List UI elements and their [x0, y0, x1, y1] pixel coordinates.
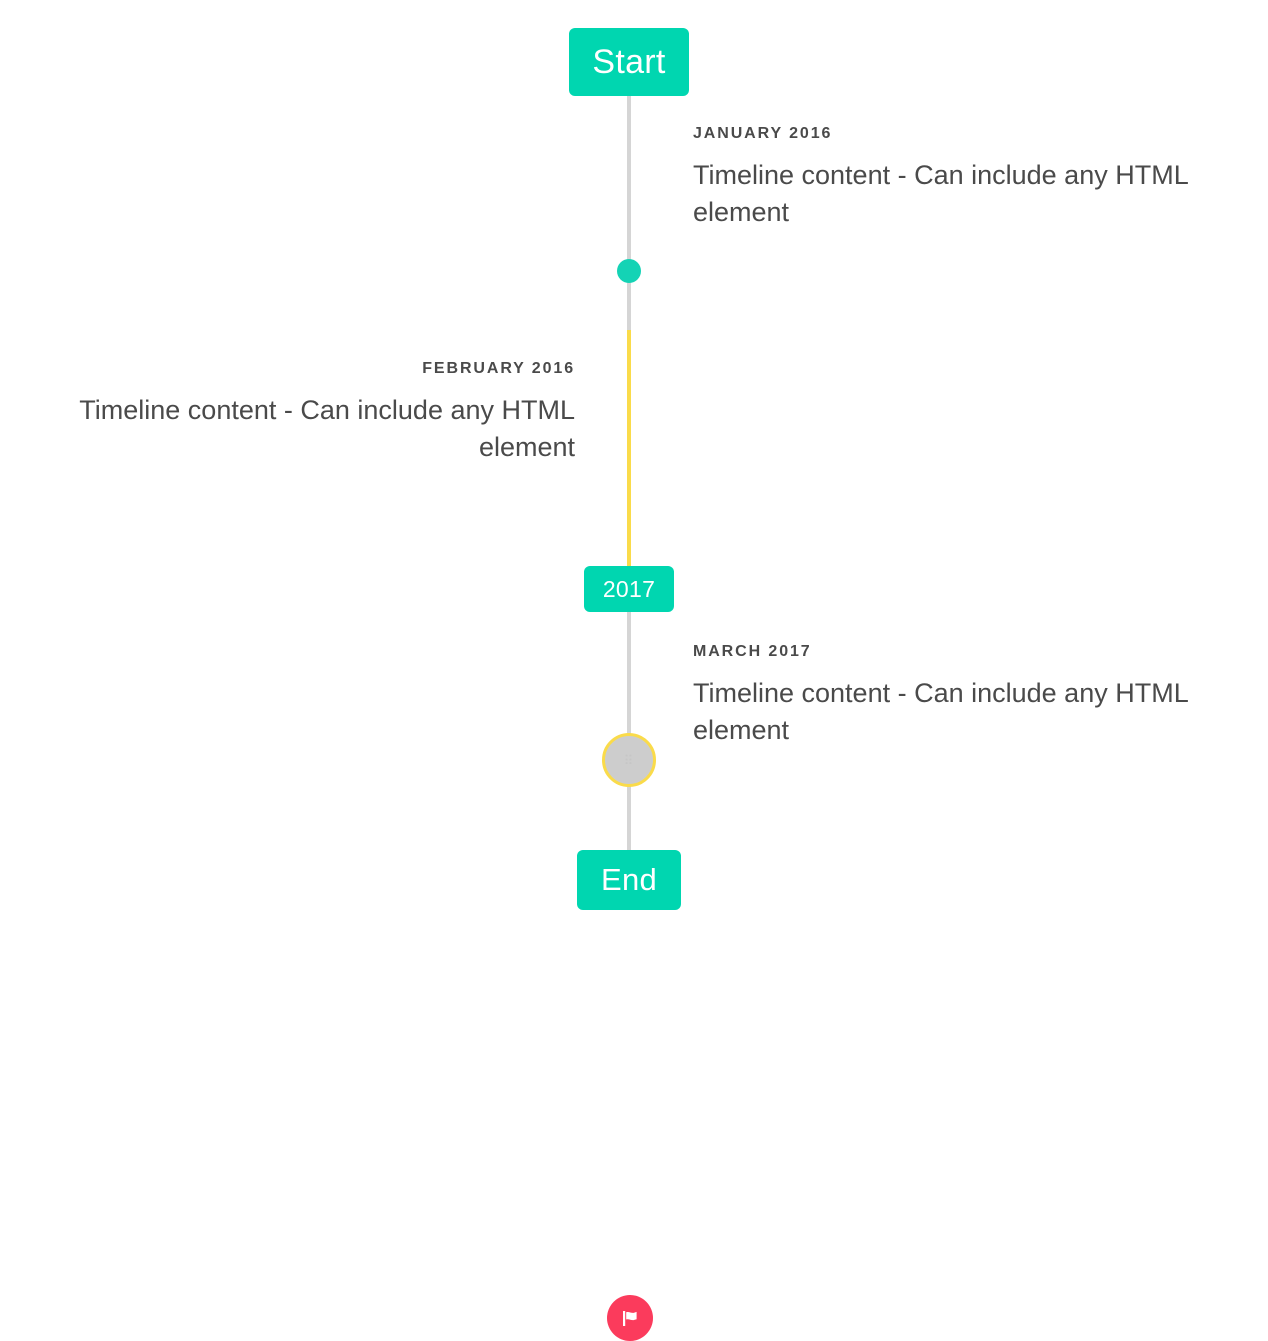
timeline-rail-bottom	[627, 612, 631, 850]
dot-icon[interactable]	[617, 259, 641, 283]
placeholder-icon[interactable]: ⠿	[602, 733, 656, 787]
timeline-event-text: Timeline content - Can include any HTML …	[79, 394, 575, 462]
placeholder-glyph: ⠿	[623, 752, 635, 768]
timeline-year-badge[interactable]: 2017	[584, 566, 674, 612]
flag-icon[interactable]	[607, 1295, 653, 1341]
timeline-rail-top	[627, 96, 631, 330]
timeline-event-body: FEBRUARY 2016 Timeline content - Can inc…	[35, 360, 575, 466]
timeline-event-text: Timeline content - Can include any HTML …	[693, 159, 1188, 227]
timeline-event-date: JANUARY 2016	[693, 125, 833, 142]
timeline-event-date: FEBRUARY 2016	[422, 360, 575, 377]
timeline-event-body: MARCH 2017 Timeline content - Can includ…	[693, 643, 1233, 749]
timeline-event-body: JANUARY 2016 Timeline content - Can incl…	[693, 125, 1233, 231]
timeline-event-text: Timeline content - Can include any HTML …	[693, 677, 1188, 745]
timeline-start-badge[interactable]: Start	[569, 28, 689, 96]
timeline: Start JANUARY 2016 Timeline content - Ca…	[35, 28, 1233, 1341]
timeline-event-date: MARCH 2017	[693, 643, 812, 660]
timeline-end-badge[interactable]: End	[577, 850, 681, 910]
timeline-rail-highlight	[627, 330, 631, 566]
